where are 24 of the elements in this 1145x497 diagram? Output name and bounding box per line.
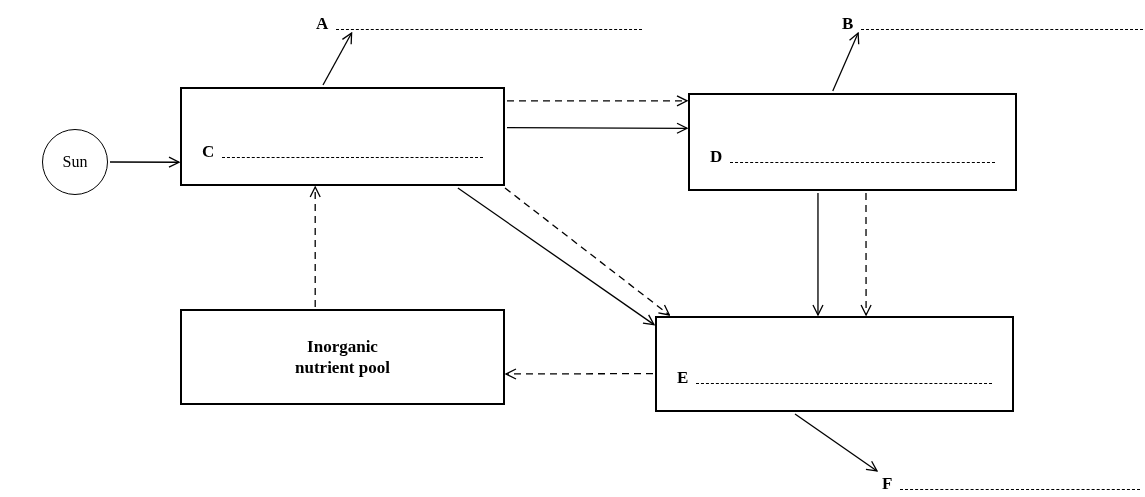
arrow bbox=[812, 192, 824, 316]
process-box bbox=[688, 93, 1017, 191]
sun-label: Sun bbox=[62, 152, 88, 172]
arrow bbox=[109, 156, 180, 168]
box-letter: D bbox=[710, 148, 723, 165]
box-letter: E bbox=[677, 369, 689, 386]
arrow bbox=[504, 187, 670, 316]
process-box bbox=[655, 316, 1014, 412]
box-letter: B bbox=[842, 15, 854, 32]
arrow bbox=[506, 95, 688, 107]
arrow bbox=[322, 32, 353, 86]
arrow bbox=[832, 32, 860, 92]
arrow bbox=[860, 192, 872, 316]
process-box bbox=[180, 309, 505, 405]
process-box bbox=[180, 87, 505, 186]
box-letter: A bbox=[316, 15, 329, 32]
box-label: Inorganic nutrient pool bbox=[294, 335, 391, 379]
box-letter: F bbox=[882, 475, 893, 492]
arrow bbox=[309, 186, 321, 308]
arrow bbox=[794, 413, 878, 472]
arrow bbox=[506, 122, 688, 134]
arrow bbox=[505, 368, 654, 380]
arrow bbox=[457, 187, 655, 326]
box-letter: C bbox=[202, 143, 215, 160]
